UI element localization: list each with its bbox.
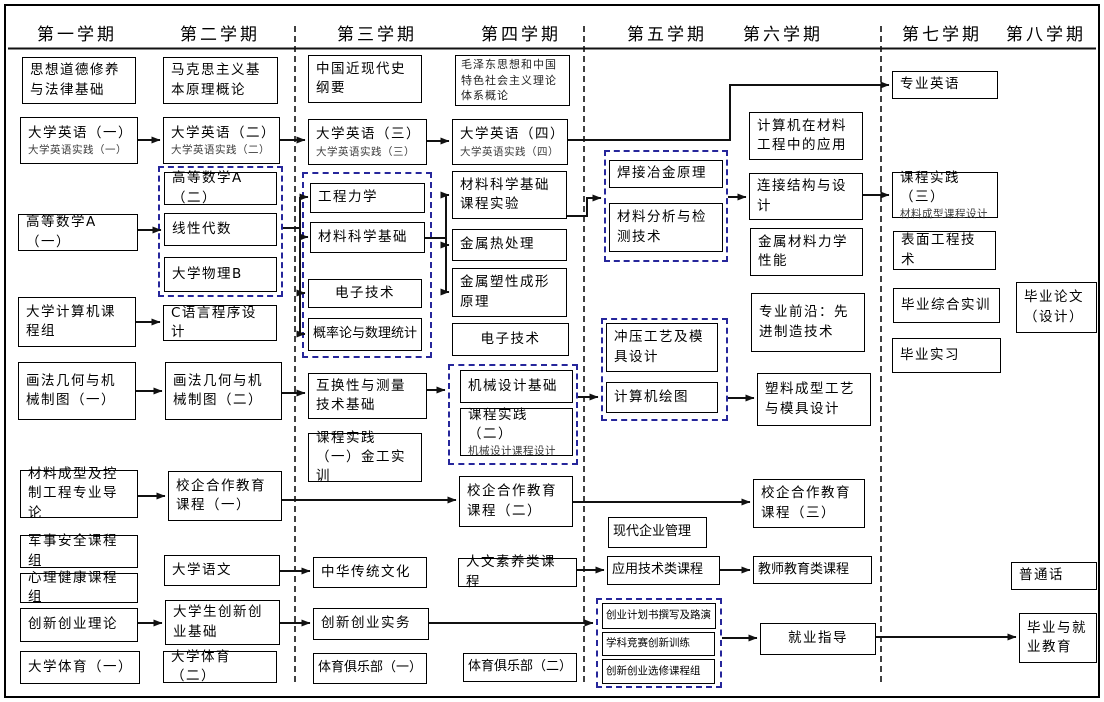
course-box-english-2: 大学英语（二）大学英语实践（二） <box>163 117 280 164</box>
semester-header-2: 第二学期 <box>180 25 260 45</box>
group-sem5-mould <box>601 318 728 421</box>
course-box-enterprise-management: 现代企业管理 <box>608 517 707 548</box>
course-box-graduation-thesis: 毕业论文（设计） <box>1016 282 1097 333</box>
course-box-advanced-math-a1: 高等数学A（一） <box>18 214 138 251</box>
course-box-material-analysis-testing: 材料分析与检测技术 <box>609 203 723 252</box>
group-sem4-machine-design <box>448 364 578 465</box>
course-box-computer-in-materials: 计算机在材料工程中的应用 <box>749 112 863 160</box>
course-box-engineering-mechanics: 工程力学 <box>310 183 425 213</box>
course-box-connection-structure-design: 连接结构与设计 <box>749 173 863 220</box>
course-box-graduation-training: 毕业综合实训 <box>893 288 1000 323</box>
course-box-military-security: 军事安全课程组 <box>20 533 138 569</box>
course-box-major-introduction: 材料成型及控制工程专业导论 <box>20 466 138 521</box>
connector-trunks <box>283 195 447 334</box>
group-sem5-welding <box>604 150 728 262</box>
course-box-heat-treatment: 金属热处理 <box>452 229 567 261</box>
course-box-sports-club-2: 体育俱乐部（二） <box>463 653 577 682</box>
course-box-traditional-culture: 中华传统文化 <box>313 557 427 588</box>
course-box-pe-1: 大学体育（一） <box>20 651 140 684</box>
course-box-humanities-courses: 人文素养类课程 <box>458 554 577 590</box>
course-box-morals-law: 思想道德修养与法律基础 <box>22 57 136 104</box>
course-box-graduation-internship: 毕业实习 <box>892 338 1001 373</box>
course-box-computer-group: 大学计算机课程组 <box>18 297 136 347</box>
course-box-linear-algebra: 线性代数 <box>164 213 277 246</box>
course-box-college-chinese: 大学语文 <box>164 555 280 586</box>
course-box-drawing-2: 画法几何与机械制图（二） <box>165 362 282 420</box>
course-box-interchangeability: 互换性与测量技术基础 <box>308 373 427 419</box>
prerequisite-arrows <box>136 81 1017 642</box>
group-sem5-innovation <box>596 598 722 688</box>
course-box-practice-3-material-forming: 课程实践（三）材料成型课程设计 <box>892 170 998 220</box>
course-box-coop-education-1: 校企合作教育课程（一） <box>168 471 282 521</box>
course-box-innovation-theory: 创新创业理论 <box>20 608 138 642</box>
course-box-electronics-3: 电子技术 <box>308 279 422 308</box>
course-box-material-science-experiment: 材料科学基础课程实验 <box>452 171 567 219</box>
course-box-innovation-electives: 创新创业选修课程组 <box>602 659 715 684</box>
course-box-physics-b: 大学物理B <box>164 257 277 292</box>
course-box-electronics-4: 电子技术 <box>452 323 569 356</box>
semester-header-5: 第五学期 <box>627 25 707 45</box>
course-box-probability-statistics: 概率论与数理统计 <box>308 318 422 351</box>
course-box-drawing-1: 画法几何与机械制图（一） <box>18 362 136 420</box>
course-box-english-3: 大学英语（三）大学英语实践（三） <box>308 119 427 165</box>
course-box-sports-club-1: 体育俱乐部（一） <box>313 653 427 684</box>
semester-header-4: 第四学期 <box>481 25 561 45</box>
course-box-stamping-die-design: 冲压工艺及模具设计 <box>606 323 718 372</box>
course-box-surface-engineering: 表面工程技术 <box>893 231 996 270</box>
group-sem3-core <box>302 172 432 358</box>
course-box-applied-tech-courses: 应用技术类课程 <box>607 556 720 585</box>
course-box-practice-2-machine-design: 课程实践（二）机械设计课程设计 <box>460 407 573 457</box>
course-box-graduation-employment-education: 毕业与就业教育 <box>1019 613 1097 663</box>
course-box-machine-design-basics: 机械设计基础 <box>460 370 573 403</box>
course-box-advanced-manufacturing: 专业前沿：先进制造技术 <box>751 293 865 352</box>
semester-separators <box>294 26 882 686</box>
course-box-english-1: 大学英语（一）大学英语实践（一） <box>20 117 138 164</box>
course-box-coop-education-2: 校企合作教育课程（二） <box>459 476 573 527</box>
course-box-career-guidance: 就业指导 <box>760 623 876 655</box>
semester-header-7: 第七学期 <box>902 25 982 45</box>
course-box-innovation-basics: 大学生创新创业基础 <box>165 600 280 645</box>
course-box-practice-1-metalwork: 课程实践（一）金工实训 <box>308 430 422 484</box>
course-box-marxism: 马克思主义基本原理概论 <box>163 57 278 104</box>
course-box-mao-thought: 毛泽东思想和中国特色社会主义理论体系概论 <box>455 55 570 106</box>
course-box-welding-metallurgy: 焊接冶金原理 <box>609 160 723 188</box>
course-box-computer-drawing: 计算机绘图 <box>606 382 718 413</box>
semester-header-3: 第三学期 <box>337 25 417 45</box>
course-box-innovation-practice: 创新创业实务 <box>313 608 429 640</box>
course-box-professional-english: 专业英语 <box>892 71 998 99</box>
course-box-competition-training: 学科竞赛创新训练 <box>602 632 715 656</box>
course-box-advanced-math-a2: 高等数学A（二） <box>164 170 277 206</box>
semester-header-8: 第八学期 <box>1006 25 1086 45</box>
course-box-mandarin: 普通话 <box>1011 562 1097 590</box>
course-box-startup-plan-writing: 创业计划书撰写及路演 <box>602 603 716 629</box>
course-box-mental-health: 心理健康课程组 <box>20 570 138 605</box>
course-box-english-4: 大学英语（四）大学英语实践（四） <box>452 119 568 165</box>
course-box-metal-mechanical-properties: 金属材料力学性能 <box>750 228 863 276</box>
course-box-plastic-molding-die-design: 塑料成型工艺与模具设计 <box>757 373 871 426</box>
semester-header-1: 第一学期 <box>37 25 117 45</box>
course-box-plastic-forming-principle: 金属塑性成形原理 <box>452 268 567 317</box>
course-box-pe-2: 大学体育（二） <box>163 649 277 684</box>
course-box-modern-history: 中国近现代史纲要 <box>308 55 422 103</box>
semester-header-6: 第六学期 <box>743 25 823 45</box>
outer-border <box>4 4 1100 698</box>
course-box-material-science: 材料科学基础 <box>310 222 425 253</box>
course-box-teacher-education-courses: 教师教育类课程 <box>753 556 872 584</box>
course-box-c-programming: C语言程序设计 <box>163 305 277 341</box>
course-box-coop-education-3: 校企合作教育课程（三） <box>753 479 865 528</box>
